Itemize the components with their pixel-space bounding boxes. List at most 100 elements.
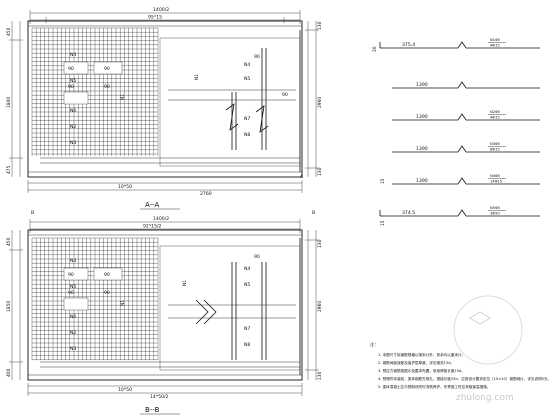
- rebar-length-label: 1390: [416, 178, 428, 184]
- rebar-bend-shape: [392, 113, 540, 121]
- view-b-bottom-dim-outer: 14*50/2: [150, 394, 169, 400]
- rebar-bend-shape: [380, 41, 540, 49]
- view-b-title: B--B: [145, 406, 160, 414]
- rebar-length-label: 1390: [416, 146, 428, 152]
- watermark-text: zhulong.com: [456, 393, 514, 403]
- view-a-section-mark: A: [300, 174, 304, 180]
- notes-heading: 注：: [370, 341, 378, 348]
- rebar-count-label: 14Φ15: [490, 180, 502, 184]
- view-b-rebar-mesh: [31, 237, 159, 360]
- view-a-n-label: N4: [244, 62, 250, 68]
- view-a-n-label: N1: [120, 94, 126, 100]
- view-a-n-label: N6: [70, 108, 76, 114]
- view-a-top-dimension: 1400/2 95*15: [29, 7, 301, 24]
- view-a-left-dim: 475: [6, 165, 12, 174]
- rebar-mark-label: N3Φ5: [490, 142, 500, 146]
- view-b-n-label: N2: [70, 330, 76, 336]
- view-b-left-dimension: 450 1850 400: [6, 230, 23, 380]
- view-b-right-dimension: 130 2960 130: [305, 230, 323, 380]
- rebar-count-label: 3Φ50: [490, 212, 500, 216]
- view-b-spacing-label: 90: [104, 290, 110, 296]
- view-b-spacing-label: 90: [68, 272, 74, 278]
- view-a-n-label: N5: [244, 76, 250, 82]
- view-a-openings: [63, 37, 301, 167]
- rebar-length-label: 1390: [416, 82, 428, 88]
- rebar-detail-row: 375.4 N1Φ5 4Φ15: [379, 38, 540, 49]
- view-a-n-label: N3: [70, 140, 76, 146]
- rebar-side-label: 20: [372, 46, 378, 52]
- view-a-bottom-dim-outer: 2760: [200, 191, 212, 197]
- view-a-n-label: N7: [244, 116, 250, 122]
- note-item: 1. 本图尺寸除钢筋规格以毫米计外，其余均以厘米计。: [378, 352, 465, 357]
- view-b-bottom-dimension: 10*50 14*50/2: [27, 383, 303, 400]
- view-a-spacing-label: 90: [68, 66, 74, 72]
- rebar-side-label: 15: [380, 178, 386, 184]
- view-b-n-label: N5: [244, 282, 250, 288]
- view-b-section-mark: B: [312, 210, 315, 216]
- view-a-spacing-label: 90: [282, 92, 288, 98]
- view-a-rebar-labels: 90 90 90 90 90 90 N4 N5 N6 N2 N3 N1 N4 N…: [68, 52, 288, 146]
- note-item: 3. 预应力钢筋按图示及要求布置，采用焊接长度15d。: [378, 368, 465, 373]
- note-item: 2. 钢筋间距误差及保护层厚度，详见规范15d。: [378, 360, 454, 365]
- view-a-right-dim: 130: [317, 167, 323, 176]
- view-b-n-label: N7: [244, 326, 250, 332]
- view-b-top-dim-inner: 92*15/2: [143, 224, 162, 230]
- view-a-title: A--A: [145, 201, 160, 209]
- view-b-bottom-dim-inner: 10*50: [118, 387, 132, 393]
- rebar-length-label: 374.5: [402, 210, 415, 216]
- view-b-n-label: N5: [70, 284, 76, 290]
- rebar-count-label: 6Φ15: [490, 148, 500, 152]
- rebar-count-label: 4Φ15: [490, 116, 500, 120]
- rebar-detail-row: 1390: [392, 81, 540, 89]
- note-item: 5. 梁体混凝土应与预制块同时浇筑养护，冬季施工时应采取保温措施。: [378, 384, 490, 389]
- view-b-n-label: N1: [182, 280, 188, 286]
- view-a-rebar-mesh: [31, 27, 159, 156]
- rebar-bend-shape: [392, 81, 540, 89]
- rebar-mark-label: N2Φ5: [490, 110, 500, 114]
- view-b-stirrups: [40, 238, 301, 375]
- rebar-count-label: 4Φ15: [490, 44, 500, 48]
- view-b-outline: [27, 229, 303, 381]
- view-b-openings: [63, 245, 301, 371]
- view-a-spacing-label: 90: [68, 84, 74, 90]
- view-a-right-dimension: 130 2960 130: [305, 21, 323, 177]
- rebar-bend-shape: [392, 145, 540, 153]
- view-a-n-label: N4: [70, 52, 76, 58]
- rebar-detail-row: 1390 N4Φ5 14Φ15: [392, 174, 540, 185]
- rebar-detail-list: 20 15 15 375.4N1Φ54Φ1513901390N2Φ54Φ1513…: [372, 38, 540, 226]
- view-b-left-dim: 400: [6, 368, 12, 377]
- note-item: 4. 预埋件安装前，梁体钢筋先绑扎，搭接长度25d，应按设计要求定位（10×10…: [378, 376, 551, 381]
- view-b-n-label: N1: [120, 300, 126, 306]
- view-b-left-dim: 1850: [6, 301, 12, 312]
- view-b-rebar-labels: 90 90 90 90 90 N4 N5 N6 N2 N3 N1 N4 N5 N…: [68, 254, 260, 352]
- view-b-spacing-label: 90: [68, 290, 74, 296]
- view-b-left-dim: 450: [6, 237, 12, 246]
- notes-block: 注： 1. 本图尺寸除钢筋规格以毫米计外，其余均以厘米计。 2. 钢筋间距误差及…: [370, 341, 551, 389]
- rebar-mark-label: N4Φ5: [490, 174, 500, 178]
- rebar-detail-row: 374.5 N5Φ5 3Φ50: [379, 206, 540, 217]
- view-a-stirrups: [40, 30, 301, 172]
- view-b-n-label: N8: [244, 342, 250, 348]
- watermark-logo: zhulong.com: [453, 295, 523, 403]
- rebar-length-label: 1390: [416, 114, 428, 120]
- view-a-right-dim: 130: [317, 21, 323, 30]
- view-b-n-label: N4: [244, 266, 250, 272]
- view-a-n-label: N8: [244, 132, 250, 138]
- rebar-bend-shape: [392, 177, 540, 185]
- view-b-top-dim-outer: 1400/2: [153, 216, 169, 222]
- view-a-left-dim: 1800: [6, 97, 12, 108]
- rebar-detail-row: 1390 N3Φ5 6Φ15: [392, 142, 540, 153]
- view-a-outline: [27, 20, 303, 178]
- view-a-n-label: N1: [194, 74, 200, 80]
- view-a-n-label: N2: [70, 124, 76, 130]
- rebar-mark-label: N5Φ5: [490, 206, 500, 210]
- view-a-top-dim-outer: 1400/2: [153, 7, 169, 13]
- view-a-n-label: N5: [70, 78, 76, 84]
- rebar-length-label: 375.4: [402, 42, 415, 48]
- view-b-spacing-label: 90: [254, 254, 260, 260]
- rebar-mark-label: N1Φ5: [490, 38, 500, 42]
- view-b-n-label: N6: [70, 314, 76, 320]
- view-b-n-label: N3: [70, 346, 76, 352]
- view-a-spacing-label: 90: [254, 54, 260, 60]
